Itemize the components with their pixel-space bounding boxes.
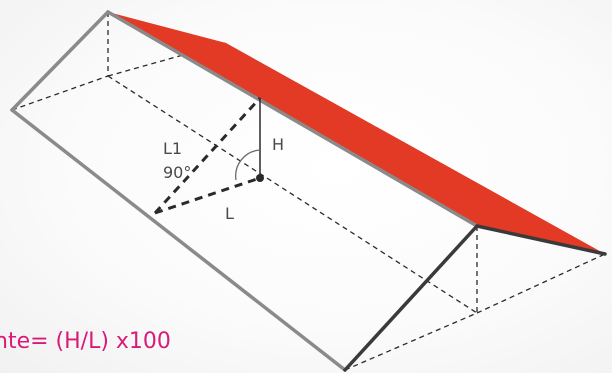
left-gable-slope-edge [10,10,110,112]
l-base-line [154,176,261,215]
right-angle-dot [256,174,264,182]
front-eave-edge [10,108,347,372]
bottom-center-edge [107,75,478,314]
visible-edges [10,10,479,372]
measurement-lines [153,96,262,215]
l1-hypotenuse-line [153,96,262,215]
right-angle-arc [235,149,261,181]
front-bottom-left-edge [344,312,478,371]
l-label: L [225,204,234,223]
front-gable-left-slope [343,224,479,372]
slope-formula: nte= (H/L) x100 [0,329,171,354]
roof-face [108,12,605,254]
hidden-edges [11,12,606,371]
angle-label: 90° [163,163,191,182]
front-bottom-right-edge [476,253,606,314]
l1-label: L1 [163,139,182,158]
back-bottom-left-edge [11,75,109,111]
front-gable-edges [343,224,607,372]
front-gable-right-slope [475,224,607,256]
h-label: H [272,135,284,154]
ridge-line [106,10,479,228]
